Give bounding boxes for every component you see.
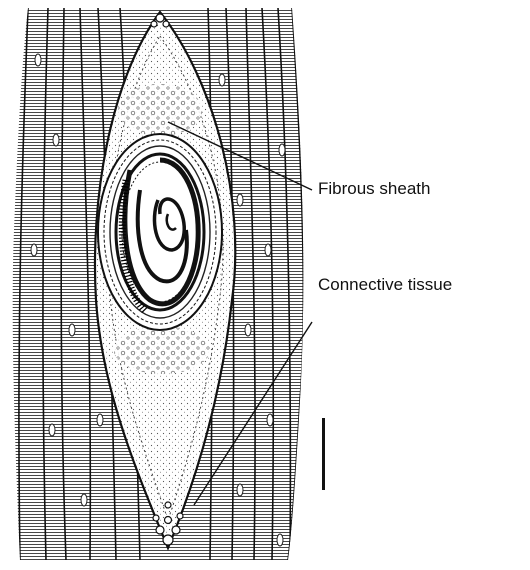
edge-mark bbox=[322, 418, 325, 490]
fibrous-sheath-label: Fibrous sheath bbox=[318, 180, 430, 197]
connective-tissue-label: Connective tissue bbox=[318, 276, 452, 293]
